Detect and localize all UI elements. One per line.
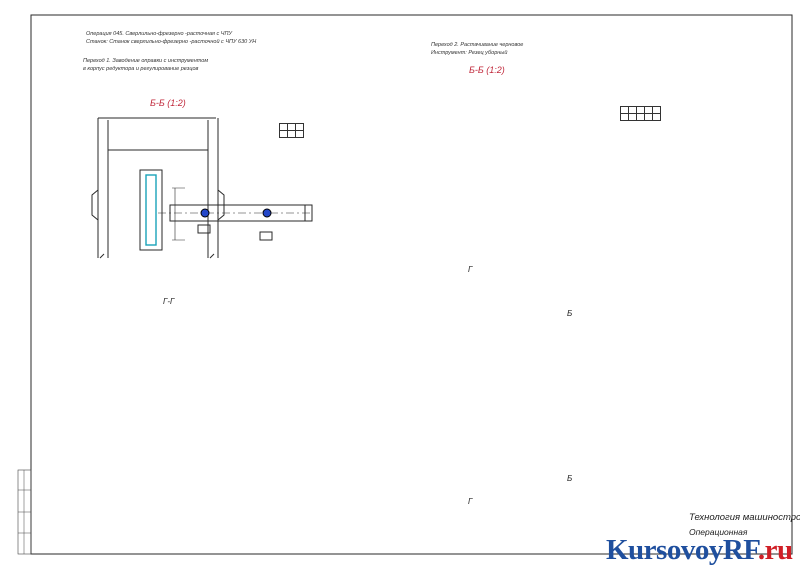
- params-table-left: [279, 123, 304, 138]
- cut-mark-g-top: Г: [468, 265, 473, 274]
- operation-line-2: Станок: Станок сверлильно-фрезерно -раст…: [86, 39, 257, 45]
- view-transition-1: [91, 117, 313, 259]
- cut-mark-b-bottom: Б: [567, 474, 573, 483]
- transition-2-line-1: Переход 2. Растачивание черновое: [431, 42, 524, 48]
- watermark-part-1: KursovoyRF: [606, 534, 758, 566]
- cut-mark-g-bottom: Г: [468, 497, 473, 506]
- title-discipline: Технология машиностроения: [689, 512, 800, 523]
- drawing-frame: [30, 14, 793, 555]
- operation-line-1: Операция 045. Сверлильно-фрезерно -расто…: [86, 31, 232, 37]
- transition-2-line-2: Инструмент: Резец уборный: [431, 50, 508, 56]
- transition-1-line-2: в корпус редуктора и регулирование резцо…: [83, 66, 199, 72]
- watermark-logo: KursovoyRF.ru: [606, 534, 793, 567]
- watermark-part-2: .ru: [757, 534, 793, 566]
- title-doc-name: Операционная: [689, 527, 748, 537]
- transition-1-line-1: Переход 1. Заводение оправки с инструмен…: [83, 58, 209, 64]
- cut-mark-b-top: Б: [567, 309, 573, 318]
- section-label-right: Б-Б (1:2): [469, 65, 505, 75]
- section-label-left: Б-Б (1:2): [150, 98, 186, 108]
- params-table-right: [620, 106, 661, 121]
- section-label-gg: Г-Г: [163, 297, 175, 306]
